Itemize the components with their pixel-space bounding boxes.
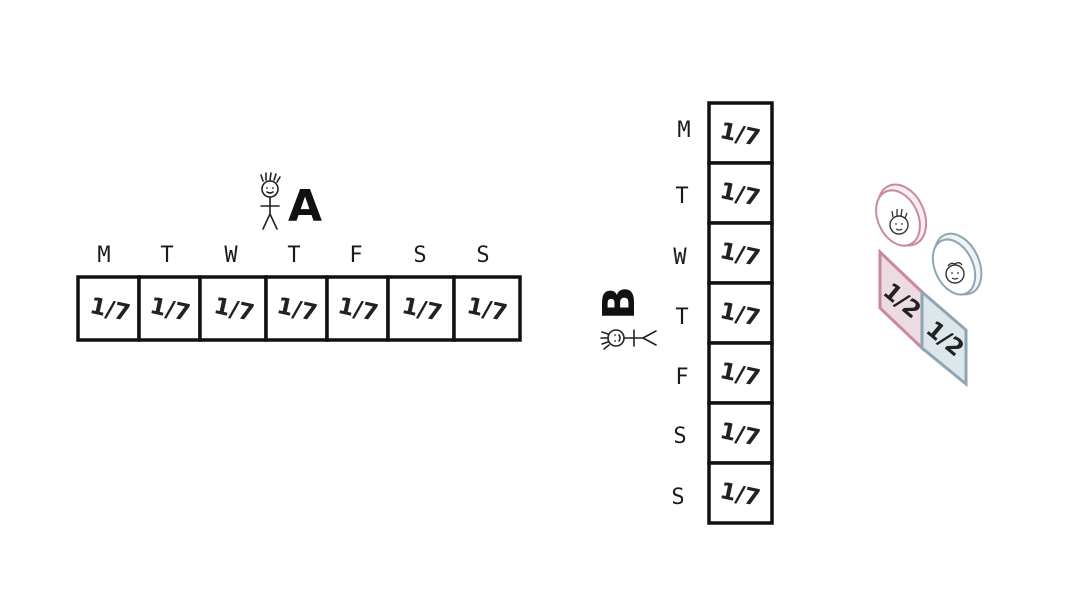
pink-half-tile: 1/2: [878, 248, 925, 352]
column-b-day-label: S: [671, 485, 684, 510]
shared-coins: 1/2 1/2: [875, 183, 983, 388]
row-a-day-label: T: [160, 243, 173, 268]
column-b-day-labels: M T W T F S S: [671, 118, 690, 510]
row-a-day-label: S: [413, 243, 426, 268]
stick-figure-b-icon: [600, 329, 657, 350]
column-b-cell: [707, 341, 774, 405]
column-b-day-label: F: [675, 365, 688, 390]
row-a-cell: [198, 275, 268, 342]
row-a-day-label: T: [287, 243, 300, 268]
row-a-cell: [137, 275, 202, 342]
column-b-day-label: S: [673, 424, 686, 449]
blue-half-tile: 1/2: [920, 288, 968, 388]
row-a-cell: [76, 275, 141, 342]
column-b-cell: [707, 281, 774, 345]
column-b-cell: [707, 461, 774, 525]
column-b-day-label: T: [675, 305, 688, 330]
column-b-day-label: T: [675, 184, 688, 209]
row-a-cell: [452, 275, 522, 342]
row-a-day-label: F: [349, 243, 362, 268]
column-b-day-label: W: [673, 245, 687, 270]
person-b-figure: B: [594, 286, 657, 350]
blue-coin-icon: [931, 232, 983, 296]
row-a-day-label: M: [97, 243, 110, 268]
row-a-day-label: W: [224, 243, 238, 268]
column-b-cells: 1/7 1/7 1/7 1/7 1/7 1/7 1/7: [707, 101, 774, 525]
person-b-label: B: [594, 286, 645, 320]
row-a-day-label: S: [476, 243, 489, 268]
pink-coin-icon: [875, 183, 928, 247]
person-a-label: A: [288, 181, 322, 232]
row-a-cell: [325, 275, 390, 342]
stick-figure-a-icon: [260, 172, 281, 230]
column-b-day-label: M: [677, 118, 690, 143]
row-a-day-labels: M T W T F S S: [97, 243, 489, 268]
row-a-cells: 1/7 1/7 1/7 1/7 1/7 1/7 1/7: [76, 275, 522, 342]
person-a-figure: A: [260, 172, 322, 232]
